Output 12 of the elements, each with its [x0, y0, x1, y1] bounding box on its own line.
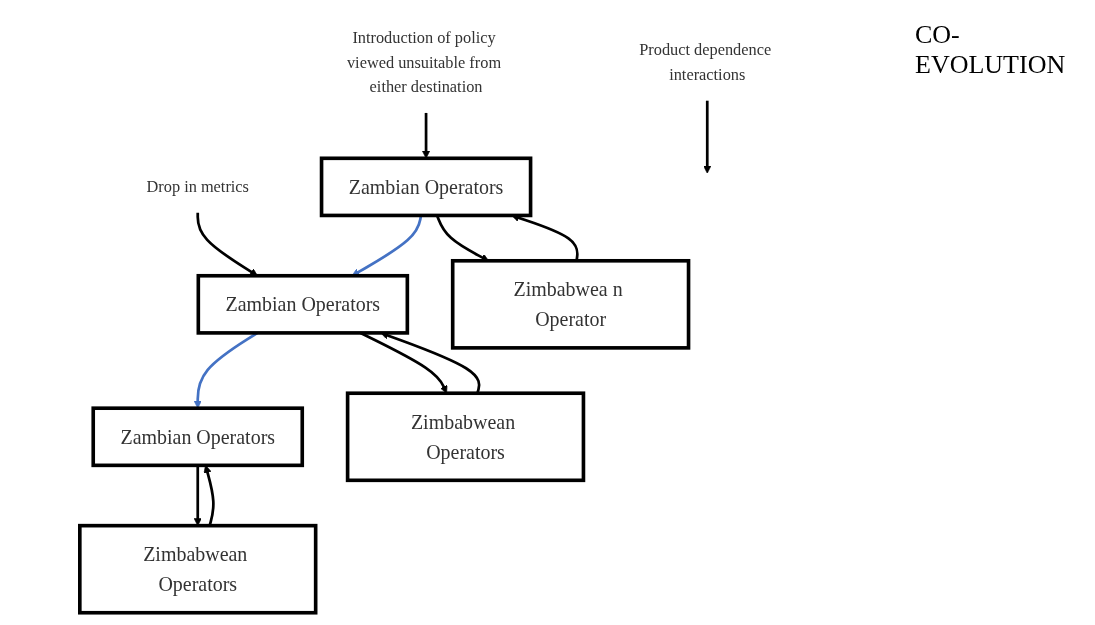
node-box: Zambian Operators — [91, 406, 305, 468]
node-box: Zimbabwea n Operator — [450, 259, 691, 350]
node-box: Zimbabwean Operators — [345, 391, 586, 483]
arrow — [703, 100, 712, 174]
node-box: Zimbabwean Operators — [78, 523, 318, 615]
node-box: Zambian Operators — [196, 273, 410, 335]
node-text: Introduction of policy viewed unsuitable from either destination — [346, 28, 502, 96]
arrow — [422, 112, 431, 159]
node-text: Product dependence interactions — [639, 40, 772, 84]
node-box: Zambian Operators — [319, 156, 533, 218]
node-text: Drop in metrics — [146, 177, 249, 196]
note-label: CO- EVOLUTION — [915, 20, 1067, 80]
